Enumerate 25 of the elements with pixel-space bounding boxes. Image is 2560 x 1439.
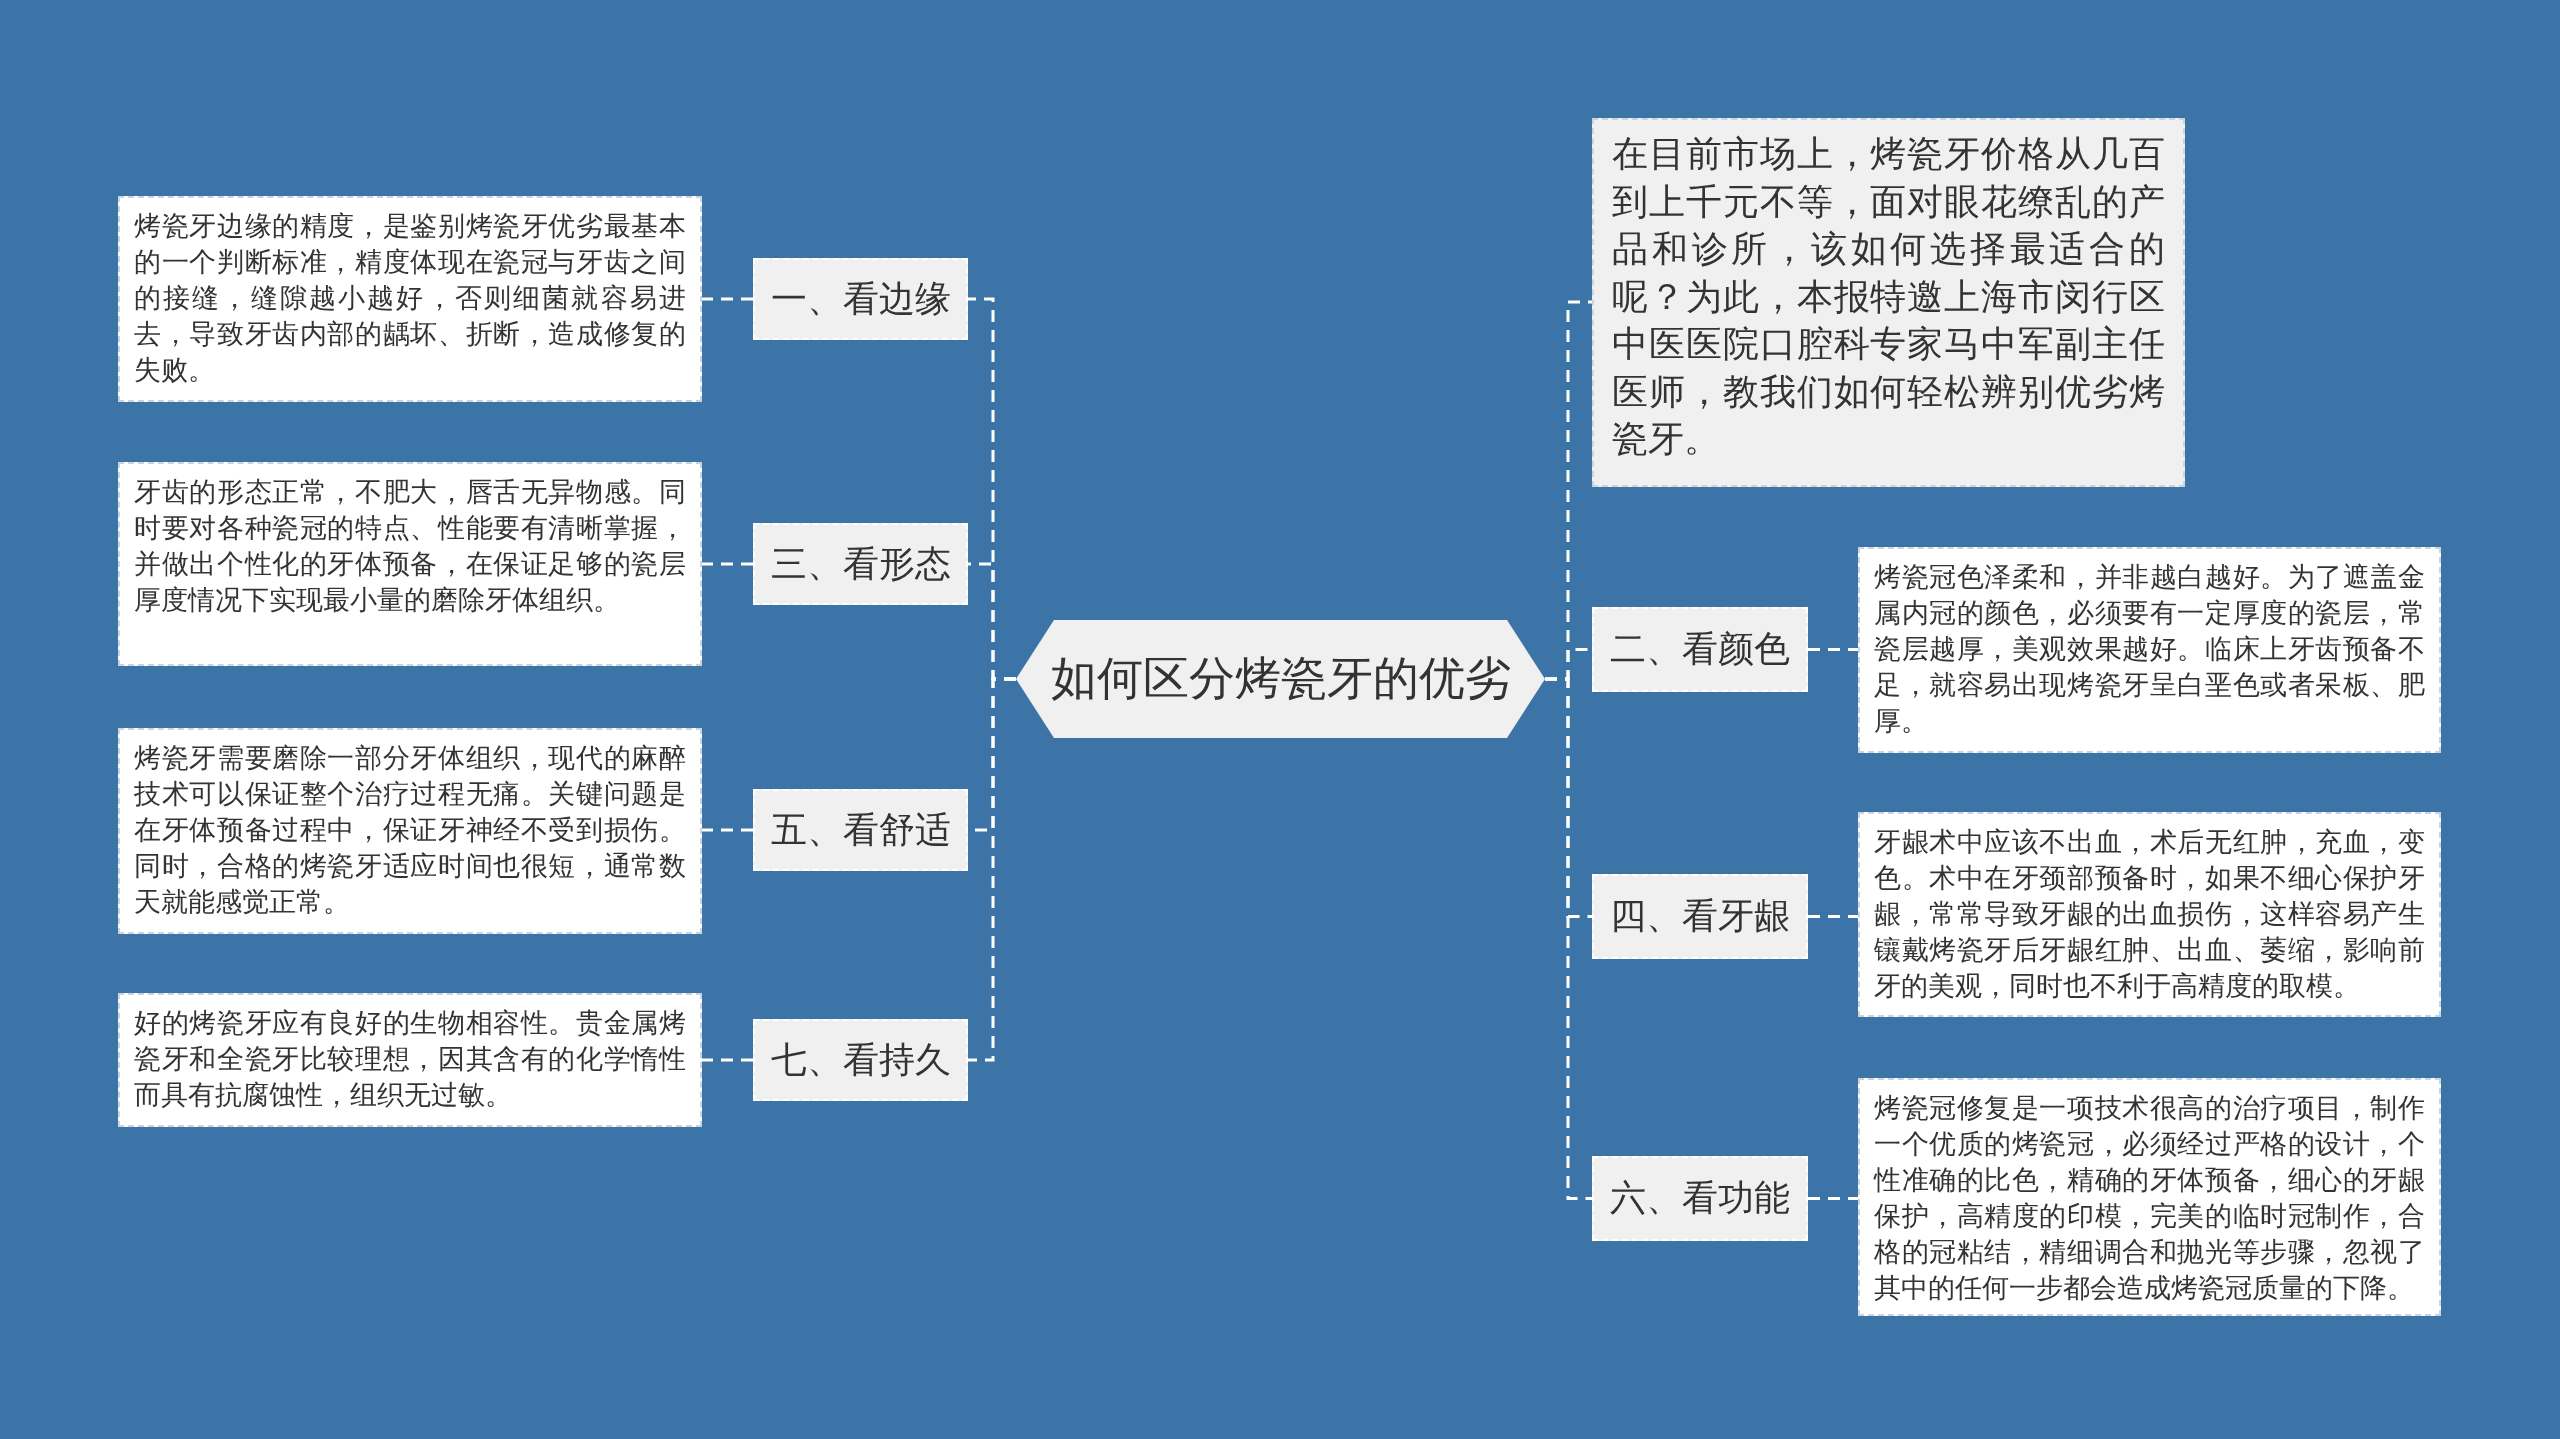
text-card: 在目前市场上，烤瓷牙价格从几百到上千元不等，面对眼花缭乱的产品和诊所，该如何选择最适合的呢？为此，本报特邀上海市闵行区中医医院口腔科专家马中军副主任医师，教我们如何轻松辨别优劣烤瓷牙。 xyxy=(1592,118,2185,487)
connector-line xyxy=(1808,1197,1858,1200)
connector-line xyxy=(702,297,753,301)
topic-box: 六、看功能 xyxy=(1592,1156,1808,1241)
text-card: 牙龈术中应该不出血，术后无红肿，充血，变色。术中在牙颈部预备时，如果不细心保护牙龈，常常导致牙龈的出血损伤，这样容易产生镶戴烤瓷牙后牙龈红肿、出血、萎缩，影响前牙的美观，同时也不利于高精度的取模。 xyxy=(1858,812,2441,1017)
connector-line xyxy=(968,677,1016,1062)
text-card: 好的烤瓷牙应有良好的生物相容性。贵金属烤瓷牙和全瓷牙比较理想，因其含有的化学惰性而具有抗腐蚀性，组织无过敏。 xyxy=(118,993,702,1127)
text-card: 烤瓷冠修复是一项技术很高的治疗项目，制作一个优质的烤瓷冠，必须经过严格的设计，个性准确的比色，精确的牙体预备，细心的牙龈保护，高精度的印模，完美的临时冠制作，合格的冠粘结，精细调合和抛光等步骤，忽视了其中的任何一步都会造成烤瓷冠质量的下降。 xyxy=(1858,1078,2441,1316)
topic-box: 三、看形态 xyxy=(753,523,968,605)
text-card: 烤瓷牙需要磨除一部分牙体组织，现代的麻醉技术可以保证整个治疗过程无痛。关键问题是在牙体预备过程中，保证牙神经不受到损伤。同时，合格的烤瓷牙适应时间也很短，通常数天就能感觉正常。 xyxy=(118,728,702,934)
connector-line xyxy=(1808,915,1858,918)
central-topic-hexagon: 如何区分烤瓷牙的优劣 xyxy=(1016,620,1545,738)
topic-box: 五、看舒适 xyxy=(753,789,968,871)
text-card: 烤瓷牙边缘的精度，是鉴别烤瓷牙优劣最基本的一个判断标准，精度体现在瓷冠与牙齿之间的接缝，缝隙越小越好，否则细菌就容易进去，导致牙齿内部的龋坏、折断，造成修复的失败。 xyxy=(118,196,702,402)
topic-box: 一、看边缘 xyxy=(753,258,968,340)
topic-box: 二、看颜色 xyxy=(1592,607,1808,692)
connector-line xyxy=(702,828,753,832)
text-card: 烤瓷冠色泽柔和，并非越白越好。为了遮盖金属内冠的颜色，必须要有一定厚度的瓷层，常瓷层越厚，美观效果越好。临床上牙齿预备不足，就容易出现烤瓷牙呈白垩色或者呆板、肥厚。 xyxy=(1858,547,2441,753)
connector-line xyxy=(1808,648,1858,651)
connector-line xyxy=(702,562,753,566)
text-card: 牙齿的形态正常，不肥大，唇舌无异物感。同时要对各种瓷冠的特点、性能要有清晰掌握，并做出个性化的牙体预备，在保证足够的瓷层厚度情况下实现最小量的磨除牙体组织。 xyxy=(118,462,702,666)
connector-line xyxy=(702,1058,753,1062)
connector-line xyxy=(1545,677,1592,1200)
topic-box: 七、看持久 xyxy=(753,1019,968,1101)
topic-box: 四、看牙龈 xyxy=(1592,874,1808,959)
